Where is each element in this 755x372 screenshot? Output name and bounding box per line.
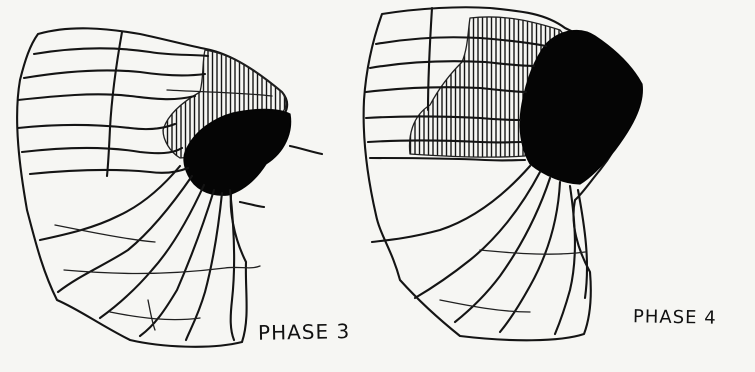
phase-3-diagram — [17, 28, 322, 346]
phase-4-label: PHASE 4 — [633, 306, 717, 328]
phase-3-label: PHASE 3 — [258, 319, 351, 345]
phase-3-grid-lines — [18, 32, 322, 340]
phase-4-diagram — [364, 7, 643, 340]
